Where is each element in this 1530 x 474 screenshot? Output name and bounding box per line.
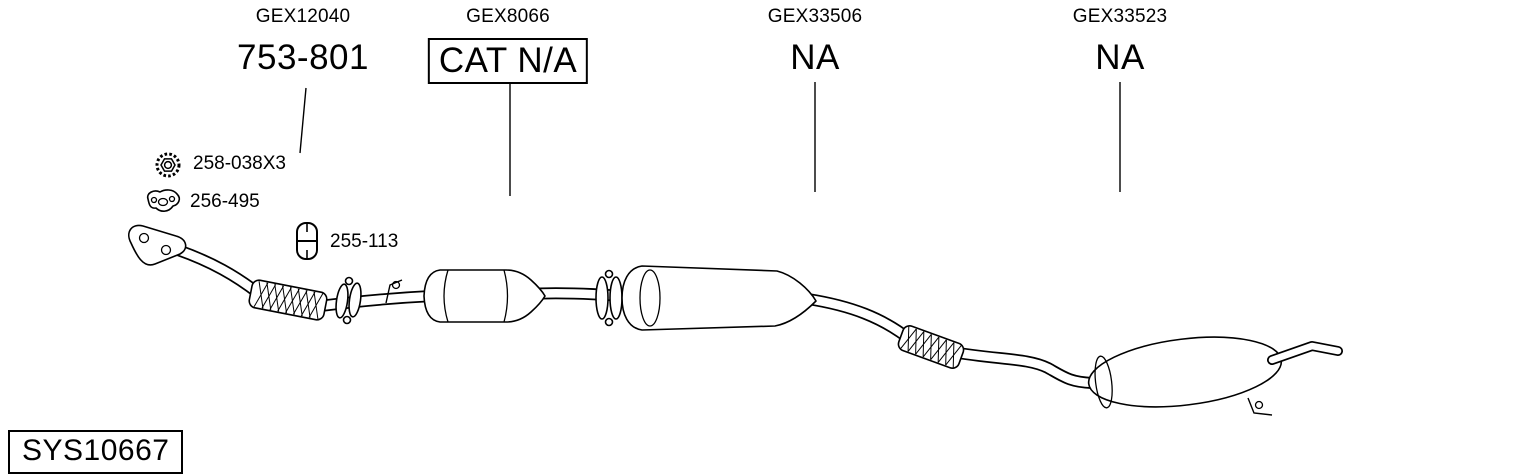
system-code: SYS10667 (22, 434, 170, 467)
fitting-label-gasket: 256-495 (190, 191, 260, 212)
pipe-muffler-to-braid (802, 293, 914, 344)
flange-nut-icon (155, 152, 181, 178)
hanger-bracket-front (385, 279, 403, 304)
downpipe (172, 244, 264, 299)
front-flange (128, 224, 187, 266)
hanger-bracket-rear (1247, 397, 1273, 416)
flange-joint-center (595, 269, 623, 327)
leader-line-front-pipe (299, 87, 307, 154)
flex-braid-front (248, 279, 328, 321)
fitting-label-clamp: 255-113 (330, 231, 399, 252)
gasket-icon (146, 189, 181, 212)
center-muffler (621, 265, 817, 331)
part-number-catalyst: CAT N/A (427, 38, 589, 84)
flex-braid-rear (897, 325, 965, 369)
fitting-label-nut: 258-038X3 (193, 153, 286, 174)
part-ref-gex33506: GEX33506 (767, 6, 863, 27)
part-number-center-muffler: NA (790, 38, 840, 77)
intermediate-pipe (946, 346, 1098, 389)
part-number-front-pipe: 753-801 (237, 38, 369, 77)
rear-muffler (1087, 336, 1283, 409)
flange-joint-front (335, 276, 362, 325)
system-code-box: SYS10667 (8, 430, 184, 474)
part-ref-gex12040: GEX12040 (255, 6, 351, 27)
part-number-rear-muffler: NA (1095, 38, 1145, 77)
pipe-braid-to-cat (314, 290, 438, 312)
part-ref-gex8066: GEX8066 (466, 6, 550, 27)
part-ref-gex33523: GEX33523 (1072, 6, 1168, 27)
catalytic-converter (423, 269, 546, 323)
pipe-clamp-icon (296, 222, 318, 260)
tailpipe (1267, 341, 1343, 365)
